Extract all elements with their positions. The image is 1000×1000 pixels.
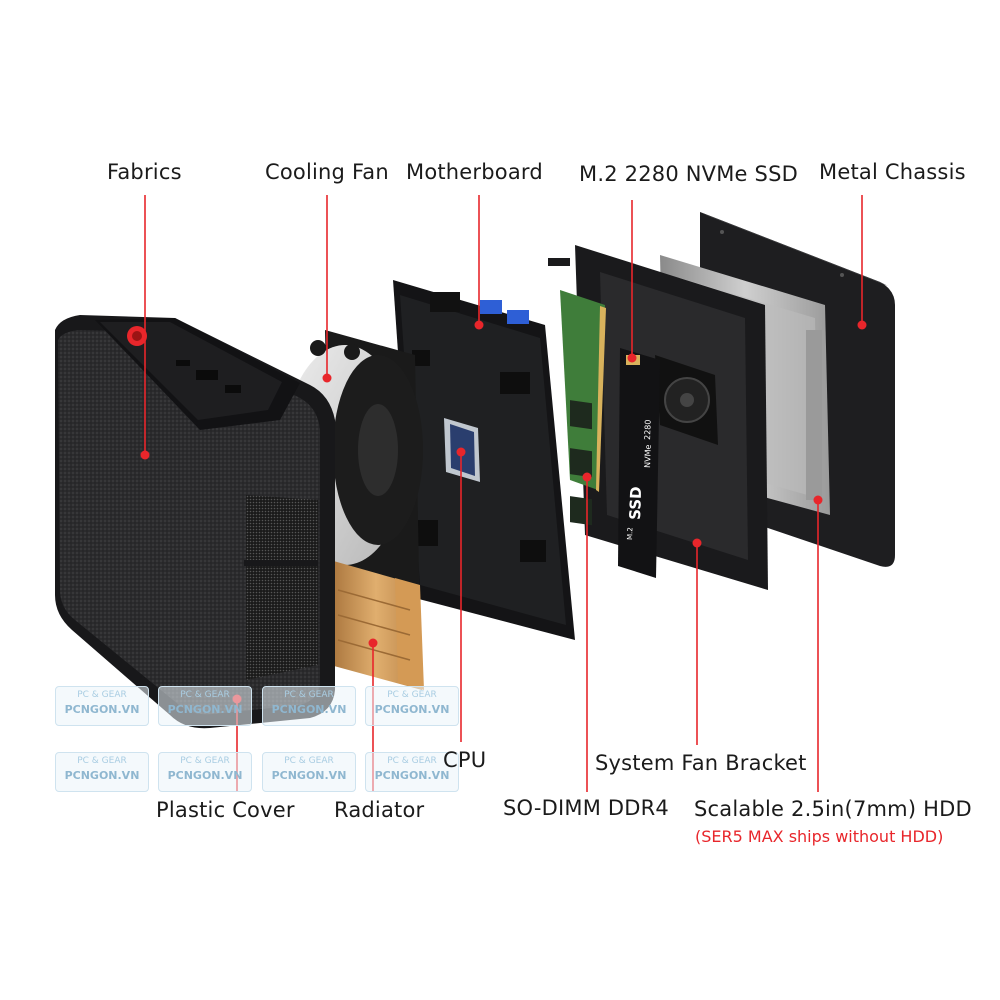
watermark-badge: PC & GEAR PCNGON.VN (158, 752, 252, 792)
watermark-badge: PC & GEAR PCNGON.VN (158, 686, 252, 726)
leader-dot-system-fan-bracket (693, 539, 702, 548)
label-radiator: Radiator (334, 798, 424, 822)
leader-dot-hdd (814, 496, 823, 505)
label-metal-chassis: Metal Chassis (819, 160, 966, 184)
label-cooling-fan: Cooling Fan (265, 160, 389, 184)
nvme-ssd-part: SSD NVMe 2280 M.2 (618, 348, 660, 578)
watermark-badge: PC & GEAR PCNGON.VN (365, 686, 459, 726)
ssd-type-print: NVMe (643, 444, 653, 468)
label-cpu: CPU (443, 748, 486, 772)
plastic-cover-part (55, 315, 335, 728)
watermark-badge: PC & GEAR PCNGON.VN (262, 686, 356, 726)
leader-dot-sodimm (583, 473, 592, 482)
label-system-fan-bracket: System Fan Bracket (595, 751, 807, 775)
watermark-badge: PC & GEAR PCNGON.VN (55, 686, 149, 726)
label-sodimm: SO-DIMM DDR4 (503, 796, 669, 820)
label-ssd: M.2 2280 NVMe SSD (579, 162, 798, 186)
label-fabrics: Fabrics (107, 160, 182, 184)
leader-dot-ssd (628, 354, 637, 363)
label-motherboard: Motherboard (406, 160, 543, 184)
leader-dot-metal-chassis (858, 321, 867, 330)
ssd-brand-print: SSD (626, 486, 645, 520)
label-hdd: Scalable 2.5in(7mm) HDD (694, 797, 972, 821)
ssd-slot-print: M.2 (626, 527, 634, 540)
leader-dot-cooling-fan (323, 374, 332, 383)
leader-dot-fabrics (141, 451, 150, 460)
ssd-size-print: 2280 (643, 419, 653, 440)
leader-dot-radiator (369, 639, 378, 648)
label-hdd-note: (SER5 MAX ships without HDD) (695, 827, 943, 846)
leader-dot-motherboard (475, 321, 484, 330)
watermark-badge: PC & GEAR PCNGON.VN (262, 752, 356, 792)
watermark-badge: PC & GEAR PCNGON.VN (55, 752, 149, 792)
label-plastic-cover: Plastic Cover (156, 798, 295, 822)
leader-dot-cpu (457, 448, 466, 457)
